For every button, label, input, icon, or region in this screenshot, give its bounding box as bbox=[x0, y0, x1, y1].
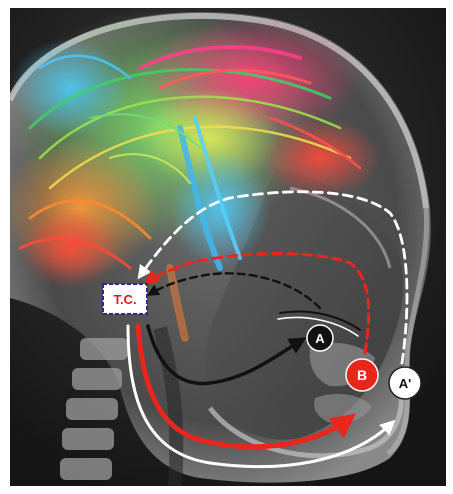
node-b-label: B bbox=[357, 367, 367, 383]
node-a: A bbox=[307, 325, 333, 351]
tc-label: T.C. bbox=[113, 292, 136, 307]
node-a-prime: A' bbox=[389, 367, 421, 399]
figure-canvas: T.C. A B A' bbox=[10, 8, 446, 486]
node-a-prime-label: A' bbox=[399, 376, 411, 391]
node-b: B bbox=[346, 359, 378, 391]
node-a-label: A bbox=[315, 331, 325, 346]
xray-tractography-figure: T.C. A B A' bbox=[10, 8, 446, 486]
tc-label-box: T.C. bbox=[103, 284, 147, 314]
